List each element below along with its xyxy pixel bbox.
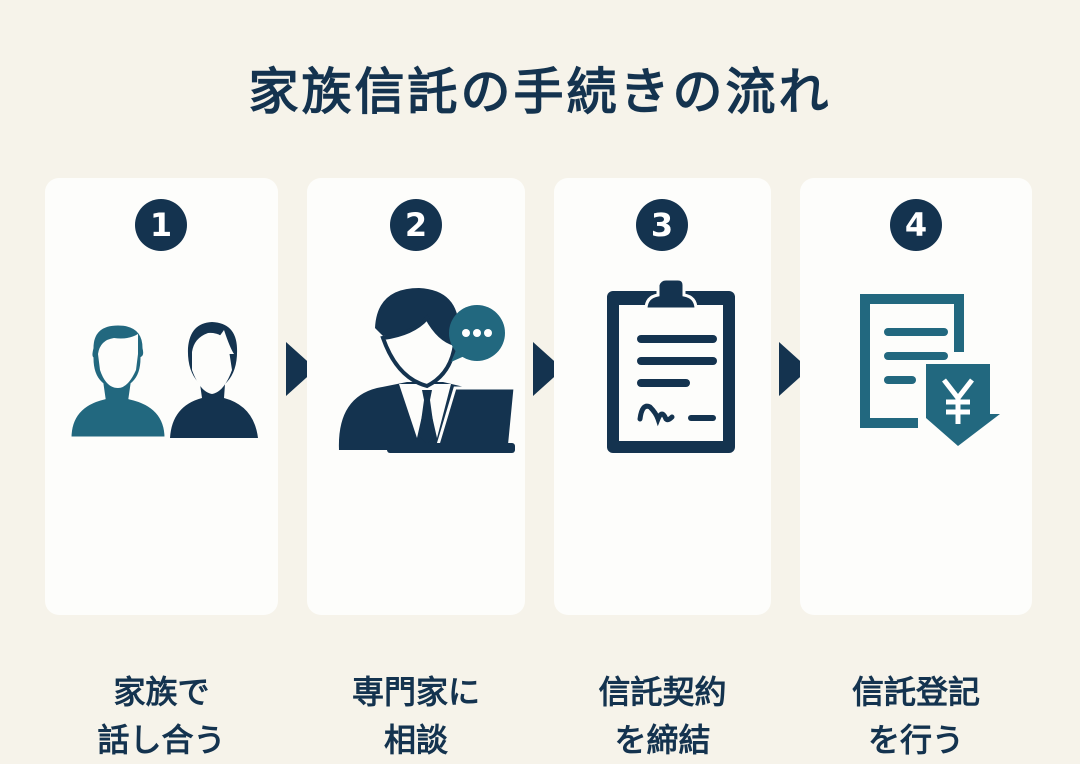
step-number-badge: 1 bbox=[135, 199, 187, 251]
step-number-badge: 3 bbox=[636, 199, 688, 251]
step-label-line1: 信託契約 bbox=[598, 673, 727, 711]
step-card-4: 4 信託登記 を行う bbox=[800, 178, 1032, 759]
step-label-line1: 家族で bbox=[113, 673, 210, 711]
step-number-badge: 2 bbox=[390, 199, 442, 251]
step-label-line2: を行う bbox=[867, 721, 964, 759]
document-yen-icon bbox=[860, 294, 1000, 446]
page-title: 家族信託の手続きの流れ bbox=[248, 63, 832, 121]
step-label: 家族で 話し合う bbox=[45, 668, 278, 764]
consultant-icon bbox=[338, 288, 517, 453]
step-label-line2: 相談 bbox=[383, 721, 448, 759]
step-label: 信託契約 を締結 bbox=[554, 668, 771, 764]
family-icon bbox=[68, 322, 258, 440]
step-label-line2: を締結 bbox=[614, 721, 711, 759]
step-card-2: 2 専門家に 相談 bbox=[307, 178, 525, 759]
step-label-line1: 専門家に bbox=[351, 673, 480, 711]
step-label-line2: 話し合う bbox=[97, 721, 226, 759]
clipboard-contract-icon bbox=[607, 277, 735, 453]
step-label-line1: 信託登記 bbox=[851, 673, 980, 711]
step-card-1: 1 家族で 話し合う bbox=[45, 178, 278, 759]
step-label: 信託登記 を行う bbox=[800, 668, 1032, 764]
step-label: 専門家に 相談 bbox=[307, 668, 525, 764]
step-number-badge: 4 bbox=[890, 199, 942, 251]
step-card-3: 3 信託契約 を締結 bbox=[554, 178, 771, 759]
